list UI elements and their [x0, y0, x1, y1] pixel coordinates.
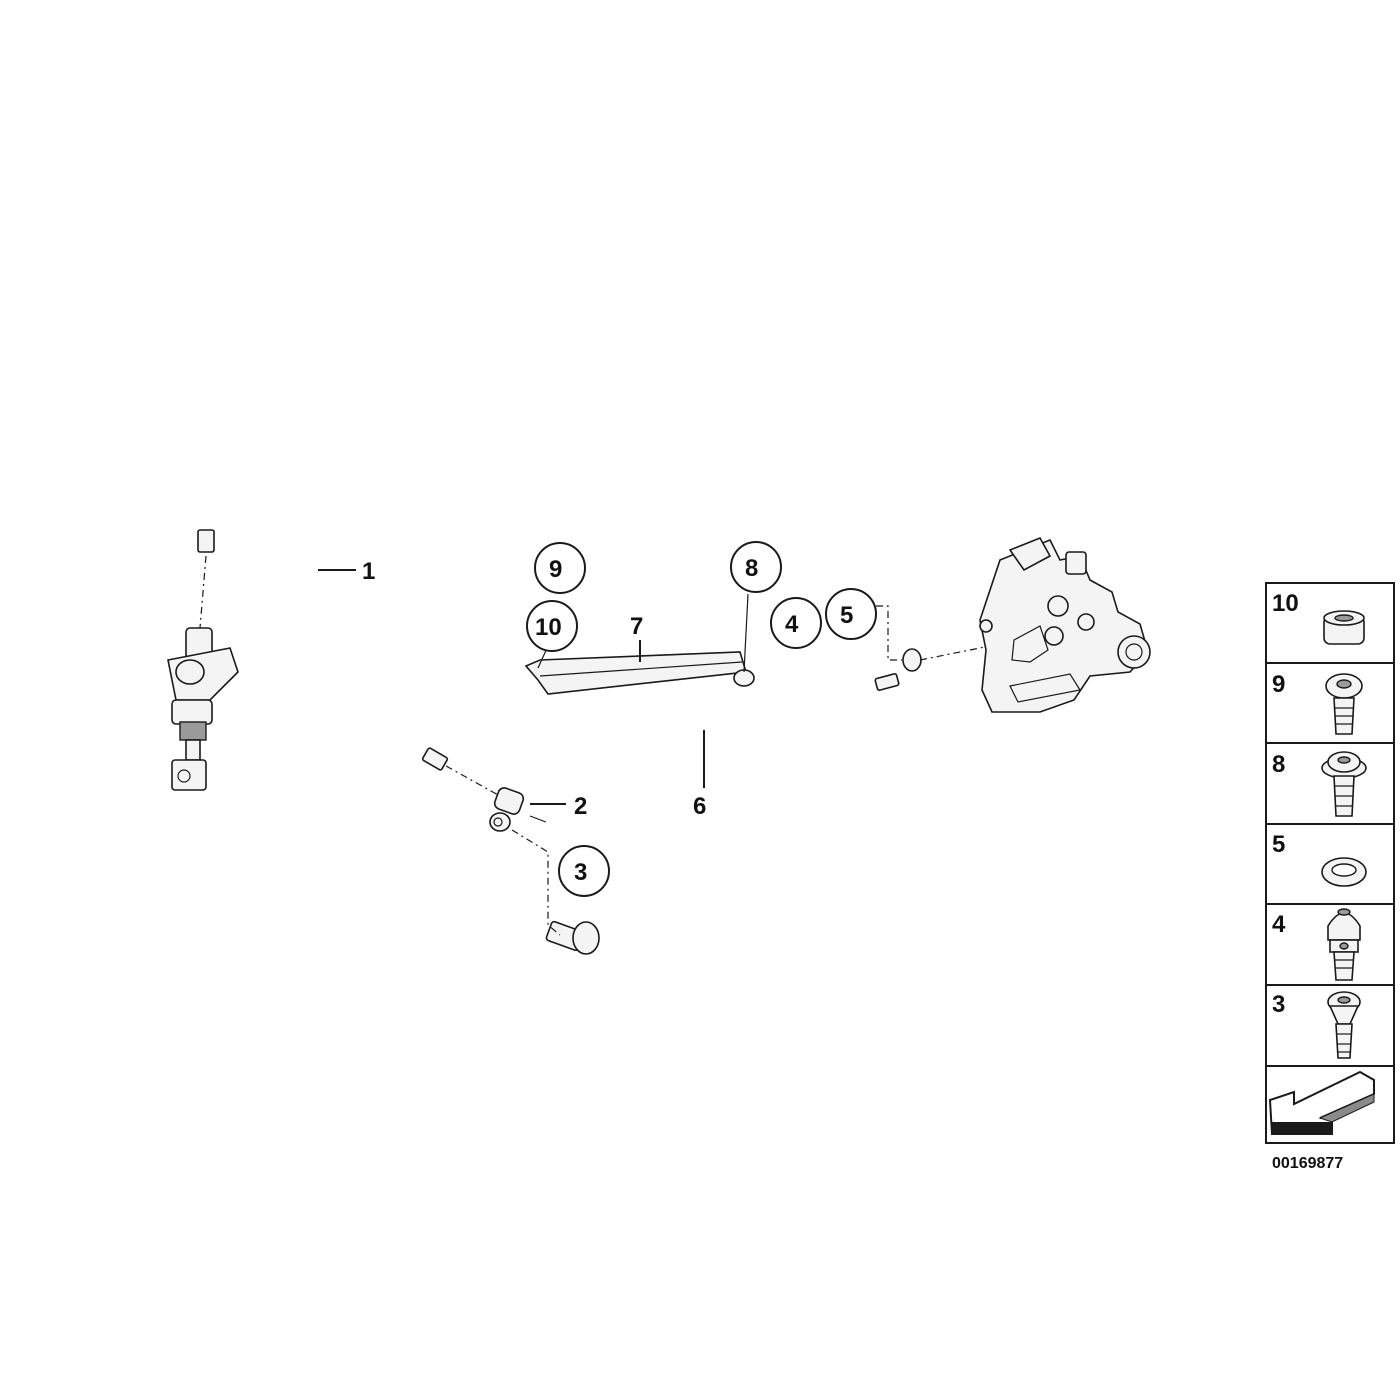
callout-7: 7 — [630, 613, 643, 640]
brake-caliper — [979, 536, 1151, 713]
callout-4: 4 — [785, 611, 799, 638]
bleed-screw-icon — [1327, 991, 1361, 1059]
diagram-number: 00169877 — [1272, 1155, 1343, 1172]
callout-5: 5 — [840, 602, 853, 629]
master-cylinder — [167, 555, 239, 791]
brake-line-pipe — [197, 413, 449, 771]
screw-icon — [1325, 673, 1363, 735]
callout-4-circle — [770, 597, 822, 649]
callout-6: 6 — [693, 793, 706, 820]
callout-10: 10 — [535, 614, 562, 641]
banjo-bolt-icon — [1327, 908, 1361, 981]
callout-8-circle — [730, 541, 782, 593]
legend-number-4: 4 — [1272, 911, 1286, 938]
sealing-ring-icon — [1321, 857, 1367, 887]
callout-8: 8 — [745, 555, 758, 582]
callout-9-circle — [534, 542, 586, 594]
hose-bracket — [524, 593, 755, 695]
legend-number-5: 5 — [1272, 831, 1285, 858]
callout-2: 2 — [574, 793, 587, 820]
view-direction-arrow-icon — [1268, 1070, 1375, 1135]
callout-3: 3 — [574, 859, 587, 886]
legend-number-8: 8 — [1272, 751, 1285, 778]
callout-1: 1 — [362, 558, 375, 585]
spacer-bushing-icon — [1323, 610, 1365, 645]
legend-number-10: 10 — [1272, 590, 1299, 617]
legend-number-3: 3 — [1272, 991, 1285, 1018]
legend-number-9: 9 — [1272, 671, 1285, 698]
hose-clip — [445, 765, 561, 936]
callout-3-circle — [558, 845, 610, 897]
callout-9: 9 — [549, 556, 562, 583]
callout-10-circle — [526, 600, 578, 652]
parts-legend: 10 9 8 5 — [1265, 582, 1395, 1144]
flange-screw-icon — [1321, 751, 1367, 817]
brake-hose — [429, 643, 1001, 955]
callout-5-circle — [825, 588, 877, 640]
